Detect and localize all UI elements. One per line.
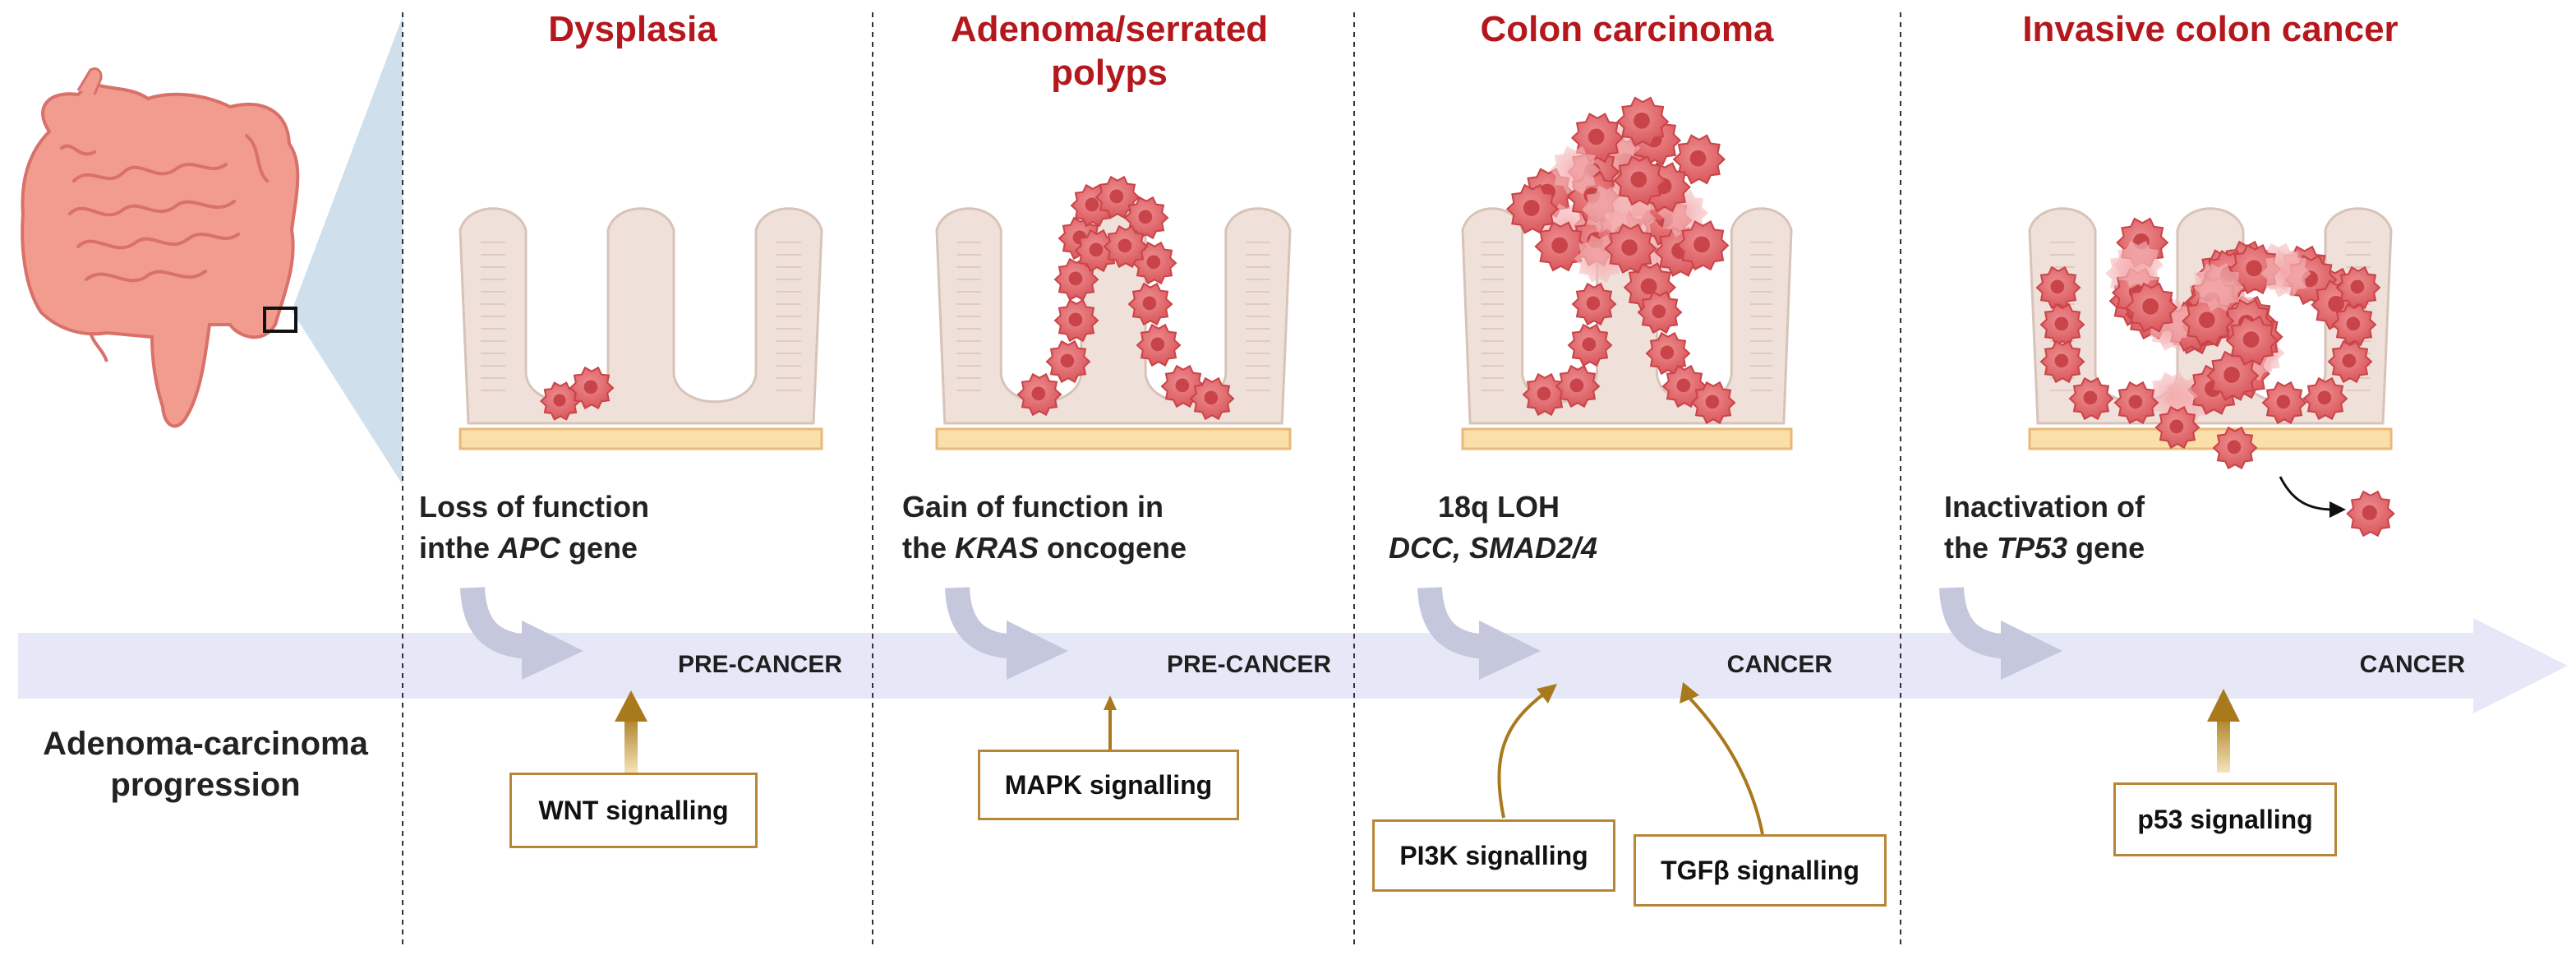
tumor-cell-icon <box>2212 426 2258 470</box>
pathway-box-wnt: WNT signalling <box>509 773 758 848</box>
basement-membrane <box>1461 427 1793 450</box>
tumor-cell-icon <box>1103 224 1149 269</box>
tumor-cell-icon <box>1053 257 1099 302</box>
pathway-box-tgfb: TGFβ signalling <box>1634 834 1887 907</box>
tumor-cell-icon <box>1567 323 1613 367</box>
tumor-cell-icon <box>2261 381 2307 425</box>
stage-separators <box>402 12 1901 945</box>
tumor-cell-icon <box>2225 315 2279 367</box>
tumor-cell-icon <box>1676 220 1730 271</box>
tumor-cell-icon <box>1045 339 1091 384</box>
tumor-cell-icon <box>1534 221 1588 272</box>
stage-label-2: PRE-CANCER <box>1166 651 1331 678</box>
crypt-illustrations <box>459 96 2395 538</box>
tumor-cell-icon <box>1555 364 1601 408</box>
crypt-illustration <box>459 207 823 425</box>
tumor-cell-icon <box>1123 196 1169 240</box>
tumor-cell-icon <box>2302 376 2348 421</box>
tumor-cell-icon <box>2035 265 2081 310</box>
tumor-cell-icon <box>1637 290 1683 335</box>
tumor-cell-icon <box>2346 490 2395 538</box>
stage-label-3: CANCER <box>1726 651 1832 678</box>
tumor-cell-icon <box>2335 265 2381 310</box>
pathway-arrows <box>615 682 2240 835</box>
basement-membrane <box>2028 427 2393 450</box>
progression-label: Adenoma-carcinoma progression <box>43 726 368 803</box>
intestine-illustration <box>21 67 300 428</box>
basement-membrane <box>459 427 823 450</box>
tumor-cell-icon <box>1053 298 1099 343</box>
tumor-cell-icon <box>1672 134 1726 185</box>
tumor-cell-icon <box>1616 96 1670 147</box>
zoom-box-icon <box>263 307 297 333</box>
tumor-cell-icon <box>1189 376 1235 421</box>
tumor-cell-icon <box>1613 155 1666 206</box>
tumor-cell-icon <box>2125 282 2178 333</box>
mutation-text-18q: 18q LOH DCC, SMAD2/4 <box>1389 490 1598 565</box>
tumor-cell-icon <box>539 381 582 421</box>
stage-title-dysplasia: Dysplasia <box>548 9 717 49</box>
mutation-text-apc: Loss of function inthe APC gene <box>419 490 649 565</box>
tumor-cell-icon <box>1571 282 1617 326</box>
mutation-text-kras: Gain of function in the KRAS oncogene <box>902 490 1187 565</box>
progression-band <box>18 618 2568 713</box>
curved-arrow-icon <box>945 586 1068 680</box>
tumor-cell-icon <box>1570 113 1624 164</box>
tumor-cell-icon <box>2193 263 2244 311</box>
tumor-cell-icon <box>1074 228 1120 273</box>
zoom-triangle <box>292 16 403 485</box>
tumor-cell-icon <box>1136 323 1182 367</box>
stage-title-carcinoma: Colon carcinoma <box>1480 9 1774 49</box>
curved-arrow-icon <box>1417 586 1541 680</box>
tumor-cell-icon <box>2182 296 2235 347</box>
tumor-cell-icon <box>1127 282 1173 326</box>
pathway-box-p53: p53 signalling <box>2113 782 2337 856</box>
tumor-cell-icon <box>2068 376 2114 421</box>
tumor-cell-icon <box>1582 185 1633 233</box>
tumor-cell-icon <box>1016 372 1062 417</box>
tumor-cell-icon <box>1522 372 1568 417</box>
curved-arrow-icon <box>460 586 583 680</box>
pathway-box-mapk: MAPK signalling <box>978 750 1239 820</box>
curved-arrows <box>460 586 2062 680</box>
stage-title-invasive: Invasive colon cancer <box>2022 9 2399 49</box>
tumor-cell-icon <box>2327 339 2373 384</box>
tumor-cell-icon <box>2260 249 2311 298</box>
tumor-cell-icon <box>569 366 615 410</box>
tumor-cell-icon <box>2039 339 2085 384</box>
tumor-cell-icon <box>1604 223 1657 274</box>
tumor-cell-icon <box>1505 183 1560 234</box>
curved-arrow-icon <box>1939 586 2062 680</box>
tumor-cell-icon <box>1690 381 1736 425</box>
pathway-box-pi3k: PI3K signalling <box>1372 819 1615 892</box>
basement-membrane <box>935 427 1292 450</box>
metastasis-arrow <box>2279 476 2334 511</box>
tumor-cell-icon <box>1549 145 1601 195</box>
stage-label-1: PRE-CANCER <box>677 651 842 678</box>
tumor-cell-icon <box>1094 175 1141 219</box>
tumor-cell-icon <box>2113 381 2159 425</box>
tumor-cell-icon <box>1131 241 1177 285</box>
stage-label-4: CANCER <box>2359 651 2465 678</box>
tumor-cell-icon <box>1661 364 1707 408</box>
tumor-cell-icon <box>2113 240 2164 289</box>
mutation-text-tp53: Inactivation of the TP53 gene <box>1944 490 2145 565</box>
tumor-cell-icon <box>2039 302 2085 347</box>
tumor-cell-icon <box>2331 302 2377 347</box>
tumor-cell-icon <box>2154 405 2200 450</box>
stage-title-adenoma: Adenoma/serrated polyps <box>950 9 1269 93</box>
